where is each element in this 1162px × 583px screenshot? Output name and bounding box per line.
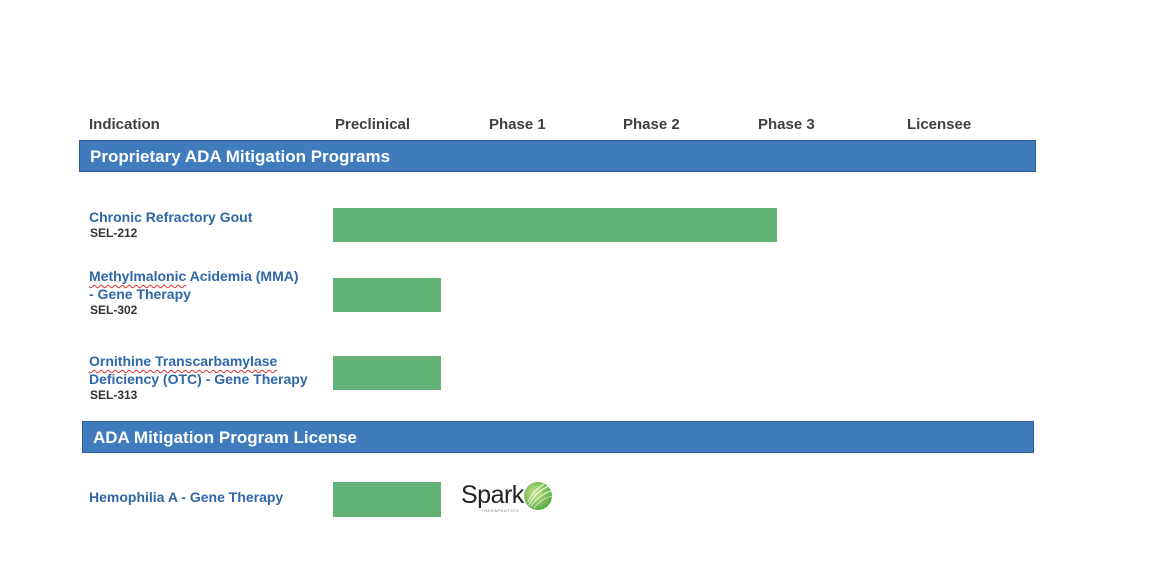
section-banner-license: ADA Mitigation Program License bbox=[82, 421, 1034, 453]
indication-mma-word1: Methylmalonic bbox=[89, 268, 187, 284]
column-header-phase1: Phase 1 bbox=[489, 116, 546, 133]
indication-gout: Chronic Refractory Gout bbox=[89, 209, 253, 225]
program-code-sel212: SEL-212 bbox=[90, 226, 138, 240]
indication-hemophilia: Hemophilia A - Gene Therapy bbox=[89, 489, 284, 505]
column-header-phase2: Phase 2 bbox=[623, 116, 680, 133]
indication-mma-line2: - Gene Therapy bbox=[89, 286, 191, 302]
progress-bar-gout bbox=[333, 208, 777, 242]
column-header-licensee: Licensee bbox=[907, 116, 972, 133]
spark-leaf-icon bbox=[524, 482, 553, 510]
logo-subtitle: THERAPEUTICS bbox=[481, 508, 520, 513]
logo-wordmark: Spark bbox=[461, 481, 524, 509]
progress-bar-mma bbox=[333, 278, 441, 312]
section-banner-proprietary: Proprietary ADA Mitigation Programs bbox=[79, 140, 1036, 172]
program-code-sel313: SEL-313 bbox=[90, 388, 138, 402]
indication-otc-line1: Ornithine Transcarbamylase bbox=[89, 353, 278, 369]
progress-bar-hemophilia bbox=[333, 482, 441, 517]
column-header-preclinical: Preclinical bbox=[335, 116, 411, 133]
column-header-indication: Indication bbox=[89, 116, 160, 133]
column-header-phase3: Phase 3 bbox=[758, 116, 815, 133]
indication-otc-line2: Deficiency (OTC) - Gene Therapy bbox=[89, 371, 308, 387]
indication-mma-word2: Acidemia (MMA) bbox=[186, 268, 299, 284]
program-code-sel302: SEL-302 bbox=[90, 303, 138, 317]
progress-bar-otc bbox=[333, 356, 441, 390]
indication-mma: Methylmalonic Acidemia (MMA) - Gene Ther… bbox=[89, 267, 329, 303]
indication-otc: Ornithine Transcarbamylase Deficiency (O… bbox=[89, 352, 329, 388]
spark-therapeutics-logo: Spark THERAPEUTICS bbox=[461, 481, 557, 515]
